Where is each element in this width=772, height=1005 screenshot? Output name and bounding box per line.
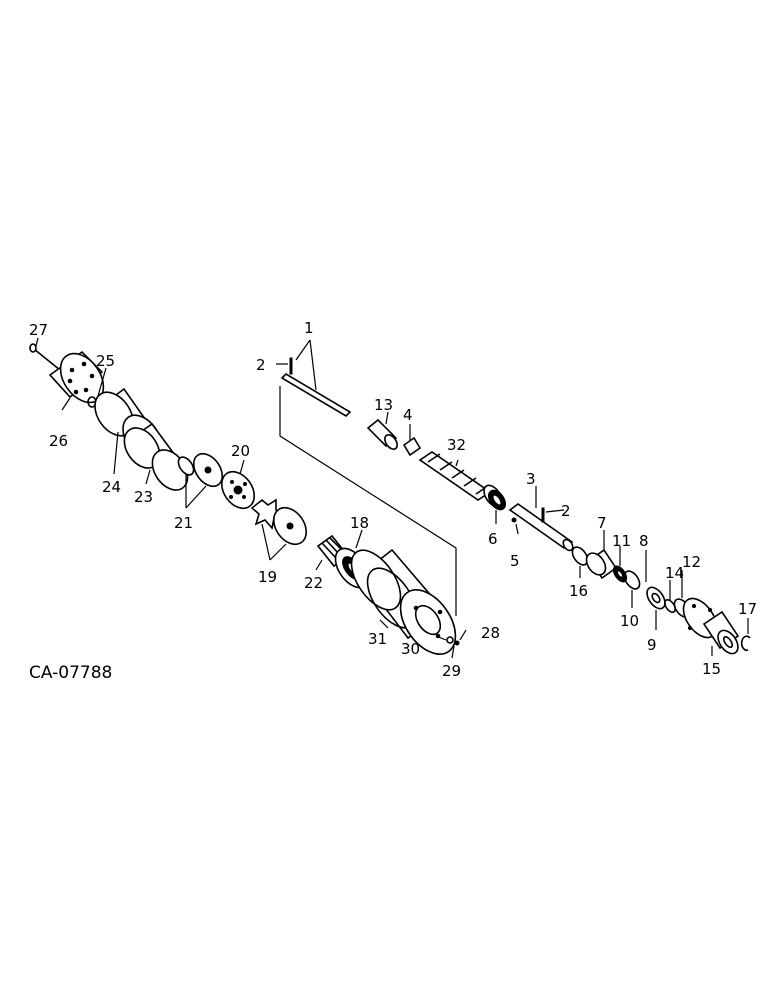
callout-8: 8 bbox=[639, 532, 649, 550]
callout-2: 2 bbox=[256, 356, 266, 374]
part-20-rotor bbox=[220, 470, 256, 510]
callout-labels: 1 2 2 3 4 5 6 7 8 9 10 11 12 13 14 15 16… bbox=[29, 319, 757, 680]
part-21-plates bbox=[177, 452, 224, 488]
callout-12: 12 bbox=[682, 553, 701, 571]
callout-1: 1 bbox=[304, 319, 314, 337]
callout-19: 19 bbox=[258, 568, 277, 586]
callout-20: 20 bbox=[231, 442, 250, 460]
callout-6: 6 bbox=[488, 530, 498, 548]
part-4-nut bbox=[402, 436, 422, 457]
callout-17: 17 bbox=[738, 600, 757, 618]
part-11-seal bbox=[612, 565, 628, 583]
callout-23: 23 bbox=[134, 488, 153, 506]
callout-32: 32 bbox=[447, 436, 466, 454]
part-19-star-gear bbox=[250, 498, 308, 546]
part-6-ring bbox=[487, 489, 507, 511]
callout-14: 14 bbox=[665, 564, 684, 582]
part-14-ring bbox=[664, 599, 676, 613]
part-9-washer bbox=[646, 586, 666, 610]
part-1-rod bbox=[280, 357, 352, 418]
part-27-bolt bbox=[29, 343, 61, 371]
callout-30: 30 bbox=[401, 640, 420, 658]
callout-31: 31 bbox=[368, 630, 387, 648]
callout-2: 2 bbox=[561, 502, 571, 520]
callout-24: 24 bbox=[102, 478, 121, 496]
callout-3: 3 bbox=[526, 470, 536, 488]
callout-10: 10 bbox=[620, 612, 639, 630]
part-10-washer bbox=[623, 570, 641, 590]
part-15-flange-hub bbox=[682, 597, 740, 655]
part-17-snap-ring bbox=[740, 635, 751, 652]
callout-7: 7 bbox=[597, 514, 607, 532]
part-16-oring bbox=[571, 546, 589, 566]
callout-15: 15 bbox=[702, 660, 721, 678]
callout-18: 18 bbox=[350, 514, 369, 532]
callout-21: 21 bbox=[174, 514, 193, 532]
drawing-code: CA-07788 bbox=[29, 663, 112, 683]
assembly-guide-lines bbox=[279, 386, 457, 616]
part-13-sleeve bbox=[366, 418, 398, 450]
callout-9: 9 bbox=[647, 636, 657, 654]
part-7-bushing bbox=[585, 548, 618, 580]
part-28-30-fittings bbox=[446, 636, 460, 646]
callout-25: 25 bbox=[96, 352, 115, 370]
callout-13: 13 bbox=[374, 396, 393, 414]
callout-26: 26 bbox=[49, 432, 68, 450]
part-3-shaft bbox=[508, 503, 574, 552]
callout-16: 16 bbox=[569, 582, 588, 600]
callout-22: 22 bbox=[304, 574, 323, 592]
callout-11: 11 bbox=[612, 532, 631, 550]
callout-4: 4 bbox=[403, 406, 413, 424]
callout-27: 27 bbox=[29, 321, 48, 339]
callout-5: 5 bbox=[510, 552, 520, 570]
part-26-end-plate bbox=[48, 350, 105, 404]
callout-28: 28 bbox=[481, 624, 500, 642]
callout-29: 29 bbox=[442, 662, 461, 680]
part-31-housing bbox=[350, 548, 457, 655]
leader-lines bbox=[35, 337, 749, 659]
